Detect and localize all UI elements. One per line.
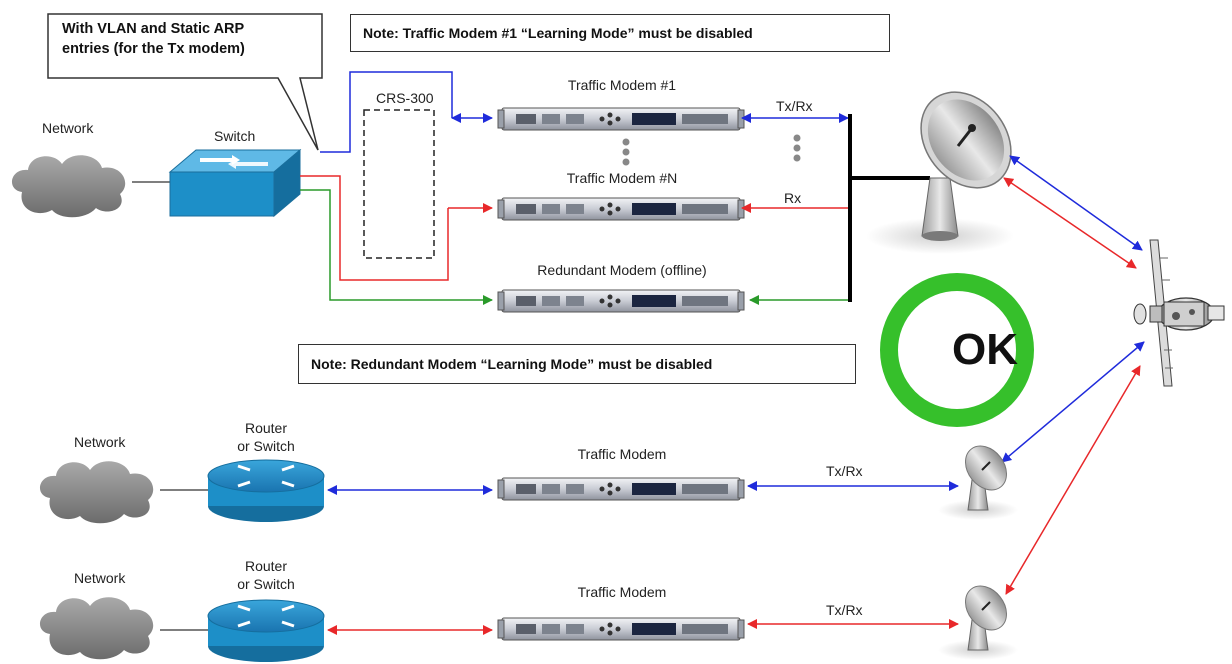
router-label-line-2: or Switch — [237, 438, 295, 454]
large-dish-icon — [866, 91, 1014, 254]
crs-label: CRS-300 — [376, 90, 434, 106]
switch-icon — [168, 148, 302, 218]
rx-label: Rx — [784, 190, 802, 206]
modem-unit — [497, 617, 745, 641]
callout-line-1: With VLAN and Static ARP — [62, 21, 245, 37]
cloud-icon — [39, 597, 154, 660]
ok-ring — [880, 273, 1034, 427]
callout-bubble — [47, 13, 323, 151]
network-label: Network — [42, 120, 94, 136]
modem-unit — [497, 289, 745, 313]
note-middle: Note: Redundant Modem “Learning Mode” mu… — [298, 344, 856, 384]
callout-line-2: entries (for the Tx modem) — [62, 41, 245, 57]
modem-unit — [497, 107, 745, 131]
satellite-icon — [1133, 239, 1225, 387]
note-middle-text: Note: Redundant Modem “Learning Mode” mu… — [311, 356, 713, 372]
callout-text: With VLAN and Static ARP entries (for th… — [48, 14, 322, 78]
cloud-icon — [11, 155, 126, 218]
ok-label: OK — [952, 325, 1018, 374]
crs-300-box — [363, 109, 435, 259]
redundant-modem-label: Redundant Modem (offline) — [537, 262, 707, 278]
txrx-label: Tx/Rx — [826, 463, 863, 479]
txrx-label: Tx/Rx — [776, 98, 813, 114]
modem-unit — [497, 477, 745, 501]
router-icon — [207, 599, 325, 662]
router-label-line-2: or Switch — [237, 576, 295, 592]
cloud-icon — [39, 461, 154, 524]
router-label-line-1: Router — [244, 420, 288, 436]
note-top: Note: Traffic Modem #1 “Learning Mode” m… — [350, 14, 890, 52]
txrx-label: Tx/Rx — [826, 602, 863, 618]
traffic-modem-label: Traffic Modem — [577, 584, 667, 600]
router-label-line-1: Router — [244, 558, 288, 574]
network-label: Network — [74, 570, 126, 586]
note-top-text: Note: Traffic Modem #1 “Learning Mode” m… — [363, 25, 753, 41]
router-icon — [207, 459, 325, 522]
modem-n-label: Traffic Modem #N — [566, 170, 678, 186]
small-dish-icon — [938, 445, 1018, 520]
network-label: Network — [74, 434, 126, 450]
switch-label: Switch — [214, 128, 256, 144]
traffic-modem-label: Traffic Modem — [577, 446, 667, 462]
modem-1-label: Traffic Modem #1 — [567, 77, 677, 93]
ellipsis-dots — [622, 134, 801, 166]
small-dish-icon — [938, 585, 1018, 660]
modem-unit — [497, 197, 745, 221]
